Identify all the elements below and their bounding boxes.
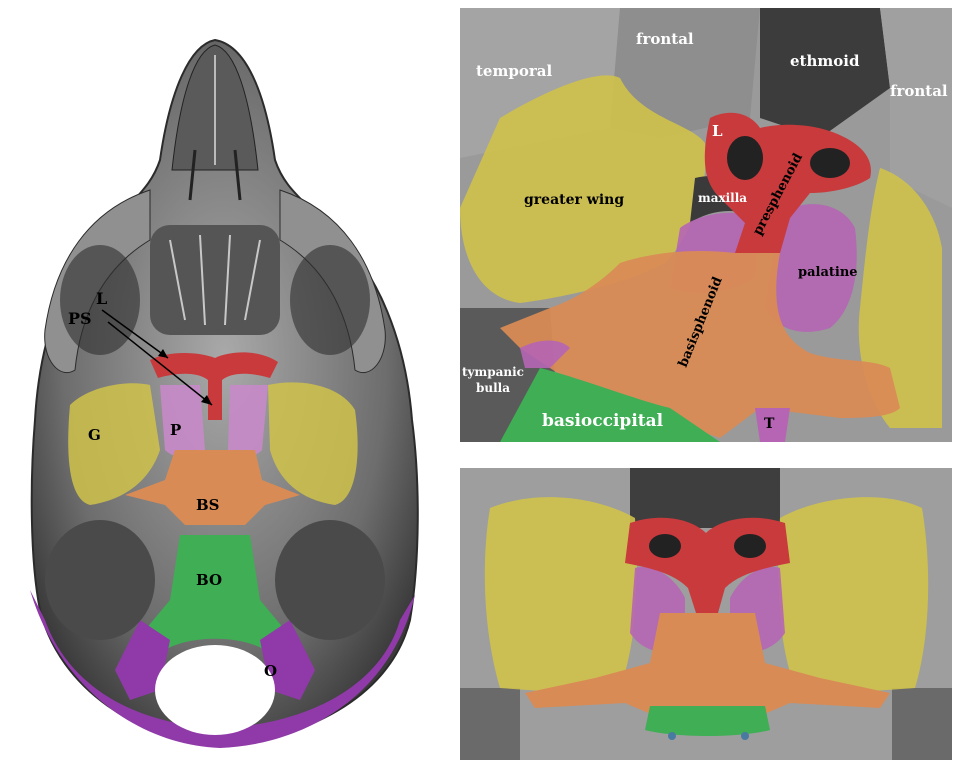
left-occipital-right	[260, 620, 315, 700]
label-temporal: temporal	[476, 62, 552, 80]
label-tympanic: tympanic	[462, 365, 524, 379]
label-greater-wing: greater wing	[524, 192, 624, 208]
left-greater-wing-right	[268, 382, 358, 505]
label-L-top: L	[712, 122, 723, 140]
bottom-greater-wing-left	[484, 497, 637, 693]
top-basioccipital	[500, 368, 720, 442]
bottom-right-closeup-panel	[460, 468, 952, 760]
left-occipital-left	[115, 620, 170, 700]
label-T: T	[764, 416, 775, 432]
left-palatine-left	[160, 385, 205, 458]
top-T-region	[755, 408, 790, 442]
label-P: P	[170, 421, 181, 439]
bottom-basioccipital	[645, 706, 770, 736]
label-palatine: palatine	[798, 265, 858, 280]
left-basisphenoid	[125, 450, 300, 525]
label-G: G	[88, 426, 101, 444]
left-basioccipital	[145, 535, 285, 650]
label-frontal-top: frontal	[636, 30, 694, 48]
top-greater-wing-right	[858, 168, 942, 428]
left-skull-panel: L PS G P BS BO O	[30, 38, 419, 748]
bottom-basisphenoid	[525, 613, 890, 718]
label-frontal-right: frontal	[890, 82, 948, 100]
left-presphenoid	[150, 352, 278, 420]
label-PS: PS	[68, 309, 92, 328]
ethmoid-mottled	[760, 8, 890, 138]
left-occipital-ring	[30, 590, 415, 748]
foramen-magnum	[155, 645, 275, 735]
top-palatine-right	[765, 204, 857, 332]
top-right-closeup-panel: temporal frontal ethmoid frontal L great…	[460, 8, 952, 442]
label-ethmoid: ethmoid	[790, 52, 860, 70]
label-L: L	[96, 289, 107, 308]
bottom-greater-wing-right	[778, 497, 929, 693]
label-BS: BS	[196, 496, 220, 514]
left-greater-wing-left	[68, 383, 160, 505]
label-BO: BO	[196, 571, 222, 589]
label-bulla: bulla	[476, 381, 510, 395]
label-O: O	[264, 662, 277, 680]
label-basioccipital: basioccipital	[542, 411, 664, 431]
top-greater-wing-left	[460, 75, 706, 303]
left-palatine-right	[228, 385, 268, 458]
label-maxilla: maxilla	[698, 191, 747, 205]
